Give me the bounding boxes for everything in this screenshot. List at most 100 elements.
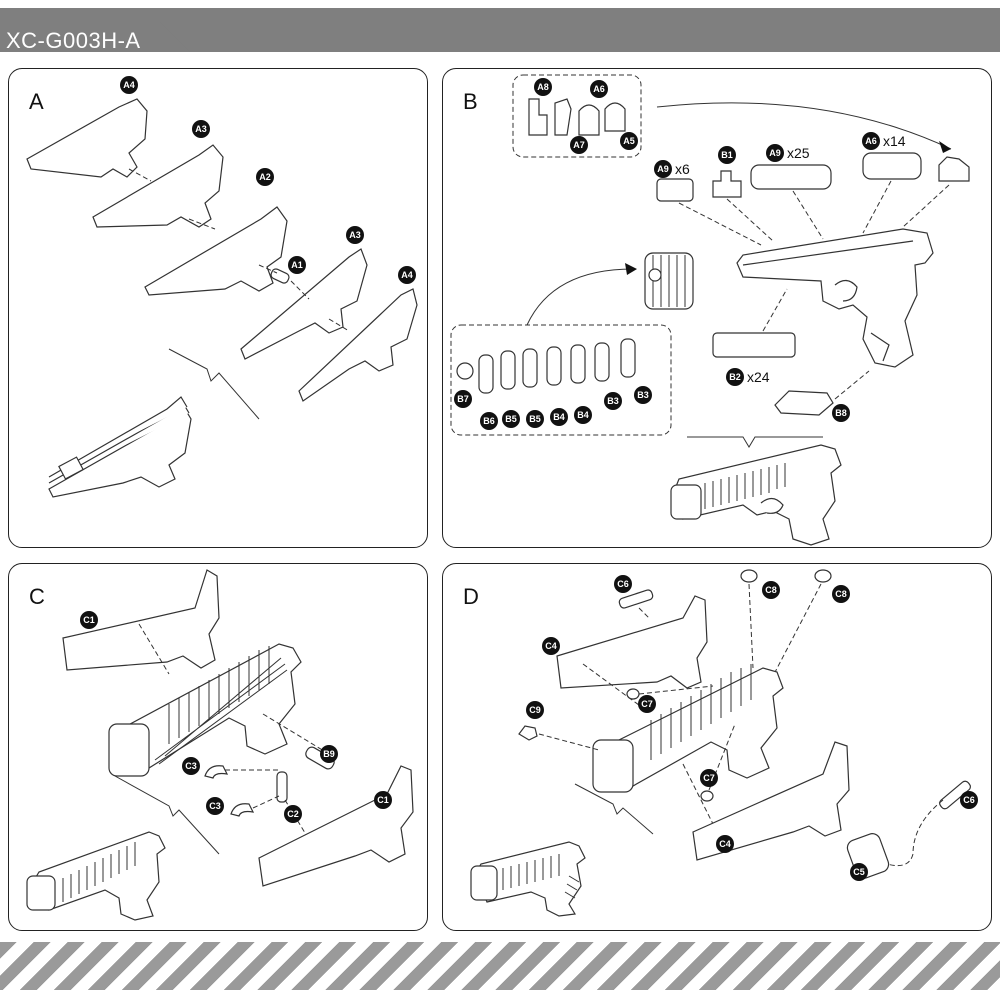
result-divider [687,436,823,448]
svg-text:C5: C5 [853,867,865,877]
side-plate-c4-bottom [692,741,850,861]
sight-arrow [656,102,952,150]
svg-text:C6: C6 [617,579,629,589]
part-c6-top [618,589,654,609]
part-label: A4 [398,266,416,284]
part-label: A6 [862,132,880,150]
panel-b: B A8 A6 A7 A5 A9 x6 B1 A9 x25 A6 x14 [442,68,992,548]
assembly-arrow [128,168,152,182]
assembly-arrow [748,583,754,669]
svg-text:C7: C7 [641,699,653,709]
svg-text:B3: B3 [637,390,649,400]
svg-text:B7: B7 [457,394,469,404]
part-c6-bottom [939,780,971,810]
frame-plate-a3-left [92,144,224,228]
part-label: B9 [320,745,338,763]
assembled-frame [48,396,192,498]
svg-text:B8: B8 [835,408,847,418]
svg-text:C2: C2 [287,809,299,819]
side-plate-c1-bottom [258,765,414,887]
svg-text:A9: A9 [657,164,669,174]
assembly-arrow [328,318,350,332]
assembly-arrow [538,733,600,751]
quantity: x14 [883,133,906,149]
part-c8-right [814,569,832,583]
assembly-arrow [252,795,280,809]
quantity: x25 [787,145,810,161]
svg-text:B6: B6 [483,416,495,426]
panel-a: A [8,68,428,548]
assembly-arrow [726,198,774,242]
svg-text:C1: C1 [83,615,95,625]
part-label: B4 [574,406,592,424]
model-title: XC-G003H-A [6,28,141,53]
side-plate-c1-top [62,569,220,671]
svg-text:C8: C8 [765,585,777,595]
panel-letter-b: B [463,89,478,114]
assembly-arrow [834,370,870,400]
part-label: A2 [256,168,274,186]
panel-d: D [442,563,992,931]
svg-text:B1: B1 [721,150,733,160]
part-label: C6 [614,575,632,593]
frame-plate-a4-right [298,288,418,402]
part-c8-left [740,569,758,583]
svg-text:A4: A4 [123,80,135,90]
part-label: A5 [620,132,638,150]
svg-text:C1: C1 [377,795,389,805]
part-label: C3 [182,757,200,775]
svg-text:C3: C3 [185,761,197,771]
part-label: B2 [726,368,744,386]
panel-a-diagram: A4 A3 A2 A1 A3 A4 [26,76,418,498]
part-c3 [204,765,229,779]
block-arrow [526,268,634,326]
frame-plate-a2 [144,206,288,296]
part-b1 [712,170,742,198]
panel-letter-a: A [29,89,44,114]
assembled-pistol [470,841,586,917]
part-label: C1 [80,611,98,629]
assembled-pistol [26,831,166,921]
part-rear-sight [938,156,970,182]
part-a6-stack-14 [862,152,922,180]
part-label: A4 [120,76,138,94]
svg-text:A9: A9 [769,148,781,158]
assembly-arrow [902,184,950,228]
part-c3 [230,803,255,817]
part-label: B8 [832,404,850,422]
part-a9-stack-6 [656,178,694,202]
svg-text:A4: A4 [401,270,413,280]
result-divider [574,783,654,835]
svg-text:A5: A5 [623,136,635,146]
svg-text:A2: A2 [259,172,271,182]
panel-d-diagram: C6 C8 C8 C4 C7 C9 C7 C4 C6 C5 [470,569,978,917]
part-label: C6 [960,791,978,809]
panel-letter-c: C [29,584,45,609]
assembly-arrow [772,583,822,677]
assembly-arrow [188,218,216,230]
pistol-body [736,228,934,368]
assembly-arrow [678,202,762,246]
part-label: A7 [570,136,588,154]
part-label: C8 [762,581,780,599]
svg-text:B4: B4 [553,412,565,422]
assembly-arrow [638,607,650,619]
part-label: A3 [346,226,364,244]
svg-text:A3: A3 [195,124,207,134]
part-label: C4 [542,637,560,655]
result-divider [168,348,260,420]
svg-text:B5: B5 [505,414,517,424]
assembly-arrow [258,264,278,274]
frame-plate-a3-right [240,248,368,360]
part-label: B7 [454,390,472,408]
svg-text:C4: C4 [545,641,557,651]
assembly-arrow [682,763,714,825]
part-label: B4 [550,408,568,426]
svg-text:B2: B2 [729,372,741,382]
panel-c-diagram: C1 C3 C3 B9 C2 C1 [26,569,414,921]
part-b2-stack-24 [712,332,796,358]
part-label: A8 [534,78,552,96]
part-label: A6 [590,80,608,98]
svg-text:A7: A7 [573,140,585,150]
svg-text:A3: A3 [349,230,361,240]
